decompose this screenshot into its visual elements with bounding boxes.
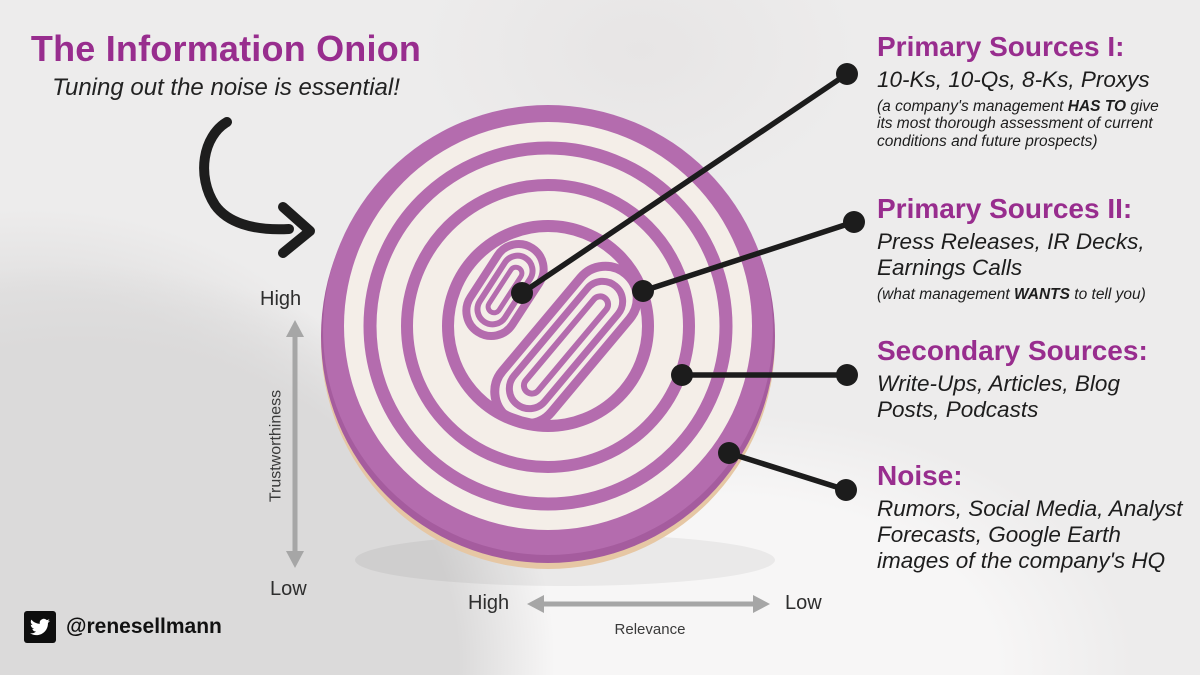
- vertical-axis-arrow: [286, 320, 304, 568]
- label-heading: Noise:: [877, 460, 963, 491]
- label-heading: Secondary Sources:: [877, 335, 1148, 366]
- credit-footer: @renesellmann: [24, 611, 222, 643]
- onion-illustration: [321, 105, 775, 569]
- vertical-axis-low-label: Low: [270, 578, 307, 600]
- page-title: The Information Onion: [30, 28, 422, 69]
- label-secondary-sources: Secondary Sources: Write-Ups, Articles, …: [877, 335, 1189, 423]
- horizontal-axis-title: Relevance: [614, 621, 686, 638]
- horizontal-axis-low-label: Low: [785, 592, 822, 614]
- connector-primary-sources-1: [511, 63, 858, 304]
- label-body: 10-Ks, 10-Qs, 8-Ks, Proxys: [877, 66, 1150, 92]
- note-text: (a company's management: [877, 97, 1068, 115]
- label-note: (what management WANTS to tell you): [877, 286, 1163, 304]
- note-bold: WANTS: [1014, 285, 1070, 303]
- onion-ring-2: [401, 179, 695, 473]
- note-text: (what management: [877, 285, 1014, 303]
- vertical-axis-title: Trustworthiness: [267, 389, 285, 503]
- page-subtitle: Tuning out the noise is essential!: [52, 73, 400, 101]
- label-heading: Primary Sources I:: [877, 31, 1125, 62]
- note-bold: HAS TO: [1067, 97, 1127, 115]
- curved-arrow: [199, 117, 315, 258]
- onion-core-large: [490, 261, 642, 429]
- label-primary-sources-2: Primary Sources II: Press Releases, IR D…: [877, 193, 1189, 304]
- connector-secondary-sources: [671, 364, 858, 386]
- onion-ring-3: [442, 220, 654, 432]
- connector-noise: [718, 442, 857, 501]
- label-noise: Noise: Rumors, Social Media, Analyst For…: [877, 460, 1189, 574]
- vertical-axis-high-label: High: [260, 288, 302, 310]
- label-body: Rumors, Social Media, Analyst Forecasts,…: [877, 495, 1183, 573]
- note-text: give its most thorough assessment of cur…: [877, 97, 1159, 150]
- title-block: The Information Onion Tuning out the noi…: [28, 30, 424, 102]
- onion-ring-1: [363, 141, 733, 511]
- label-note: (a company's management HAS TO give its …: [877, 98, 1163, 151]
- connector-primary-sources-2: [632, 211, 865, 302]
- twitter-bird-glyph: [30, 618, 50, 636]
- note-text: to tell you): [1069, 285, 1146, 303]
- twitter-handle: @renesellmann: [66, 615, 222, 638]
- horizontal-axis-high-label: High: [468, 592, 510, 614]
- horizontal-axis-arrow: [527, 595, 770, 613]
- label-body: Write-Ups, Articles, Blog Posts, Podcast…: [877, 370, 1120, 422]
- label-body: Press Releases, IR Decks, Earnings Calls: [877, 228, 1145, 280]
- label-primary-sources-1: Primary Sources I: 10-Ks, 10-Qs, 8-Ks, P…: [877, 31, 1189, 151]
- twitter-icon: [24, 611, 56, 643]
- label-heading: Primary Sources II:: [877, 193, 1133, 224]
